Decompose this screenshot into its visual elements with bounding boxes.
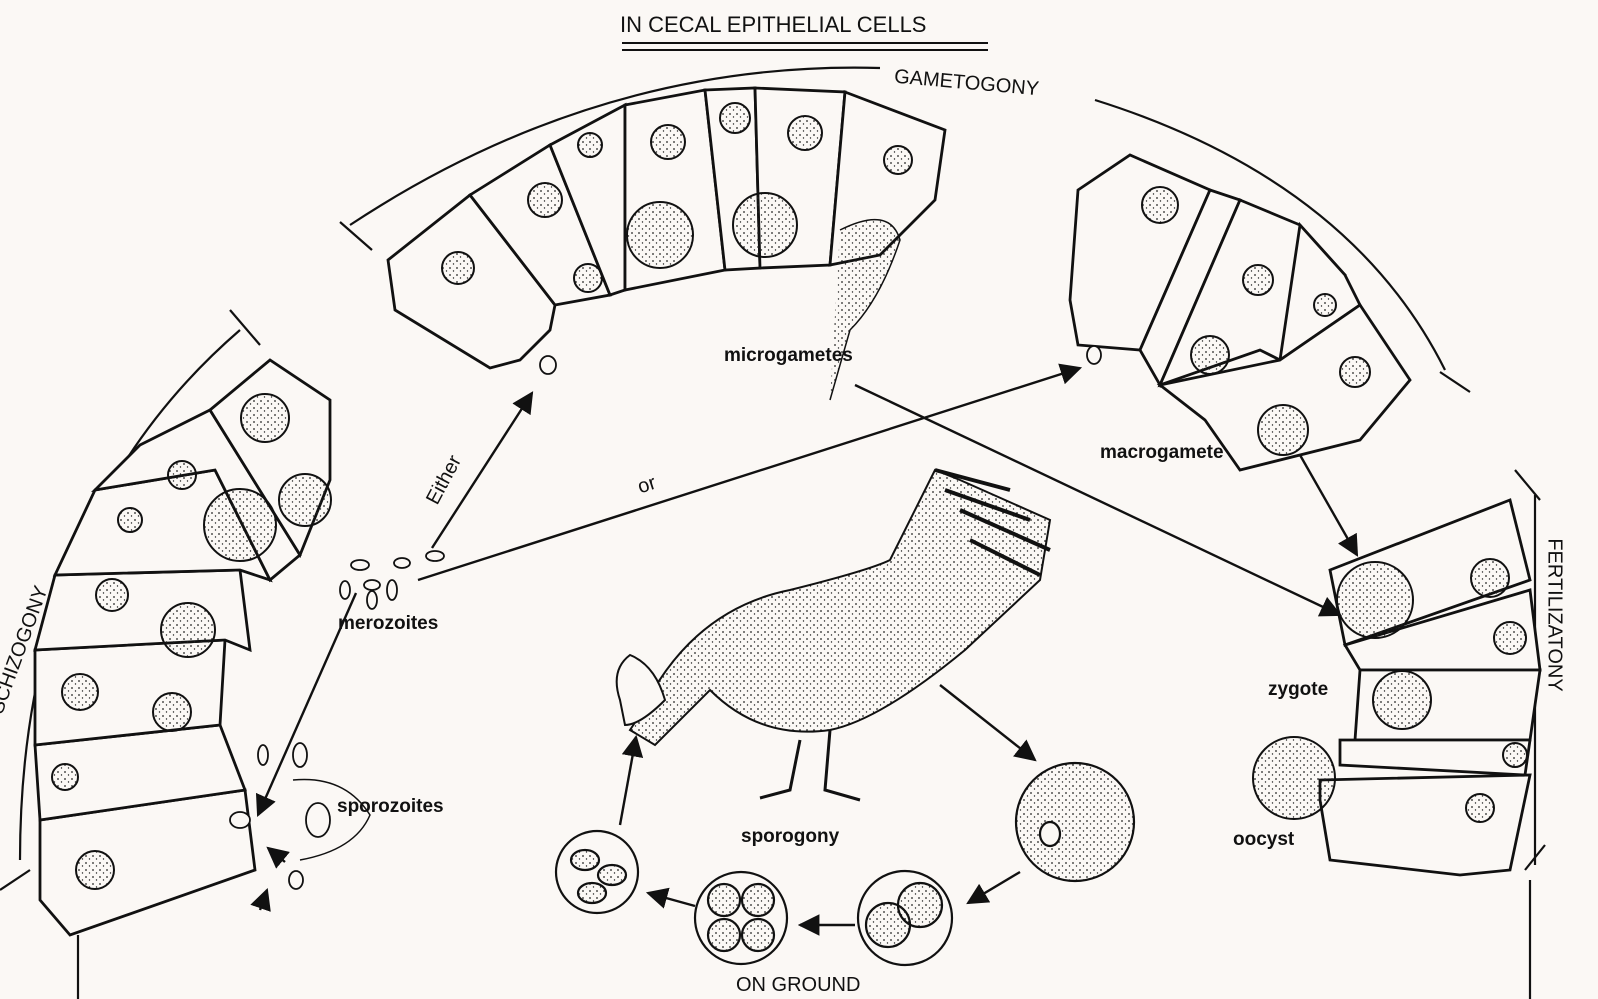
ground-oocysts [556,763,1134,965]
ground-label: ON GROUND [736,975,860,995]
sporogony-label: sporogony [741,827,839,846]
zygote-label: zygote [1268,680,1328,699]
sporozoites-label: sporozoites [337,797,444,816]
page-title: IN CECAL EPITHELIAL CELLS [620,14,927,36]
merozoites-label: merozoites [338,614,438,633]
hen-icon [617,470,1050,800]
macrogamete-label: macrogamete [1100,443,1224,462]
title-underline-second [622,49,988,51]
microgametes-label: microgametes [724,346,853,365]
fertilization-epithelium [1320,500,1540,875]
macrogamete-epithelium [1070,155,1410,470]
fertilization-label: FERTILIZATONY [1545,538,1565,691]
oocyst-label: oocyst [1233,830,1294,849]
microgametes-burst [830,220,900,400]
title-underline [622,42,988,44]
